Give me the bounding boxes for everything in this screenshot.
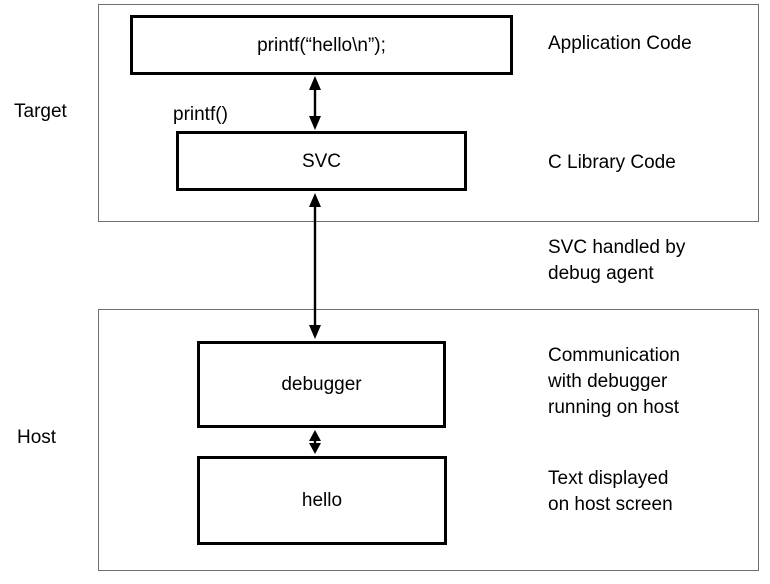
host-section-frame [98, 309, 759, 571]
debugger-box: debugger [197, 341, 446, 428]
annotation-c-library-code: C Library Code [548, 152, 676, 173]
hello-box-text: hello [301, 490, 343, 511]
svc-box-text: SVC [301, 150, 342, 172]
hello-output-box: hello [197, 456, 447, 545]
printf-call-label: printf() [173, 104, 228, 125]
target-section-frame [98, 4, 759, 222]
annotation-application-code: Application Code [548, 33, 692, 54]
annotation-svc-handled: SVC handled by debug agent [548, 237, 686, 284]
target-label: Target [14, 101, 67, 122]
annotation-text-displayed: Text displayed on host screen [548, 468, 673, 515]
application-code-box: printf(“hello\n”); [130, 15, 513, 75]
annotation-communication: Communication with debugger running on h… [548, 345, 680, 418]
svc-box: SVC [176, 131, 467, 191]
host-label: Host [17, 427, 57, 448]
debugger-box-text: debugger [281, 374, 362, 395]
application-code-statement: printf(“hello\n”); [257, 34, 386, 56]
